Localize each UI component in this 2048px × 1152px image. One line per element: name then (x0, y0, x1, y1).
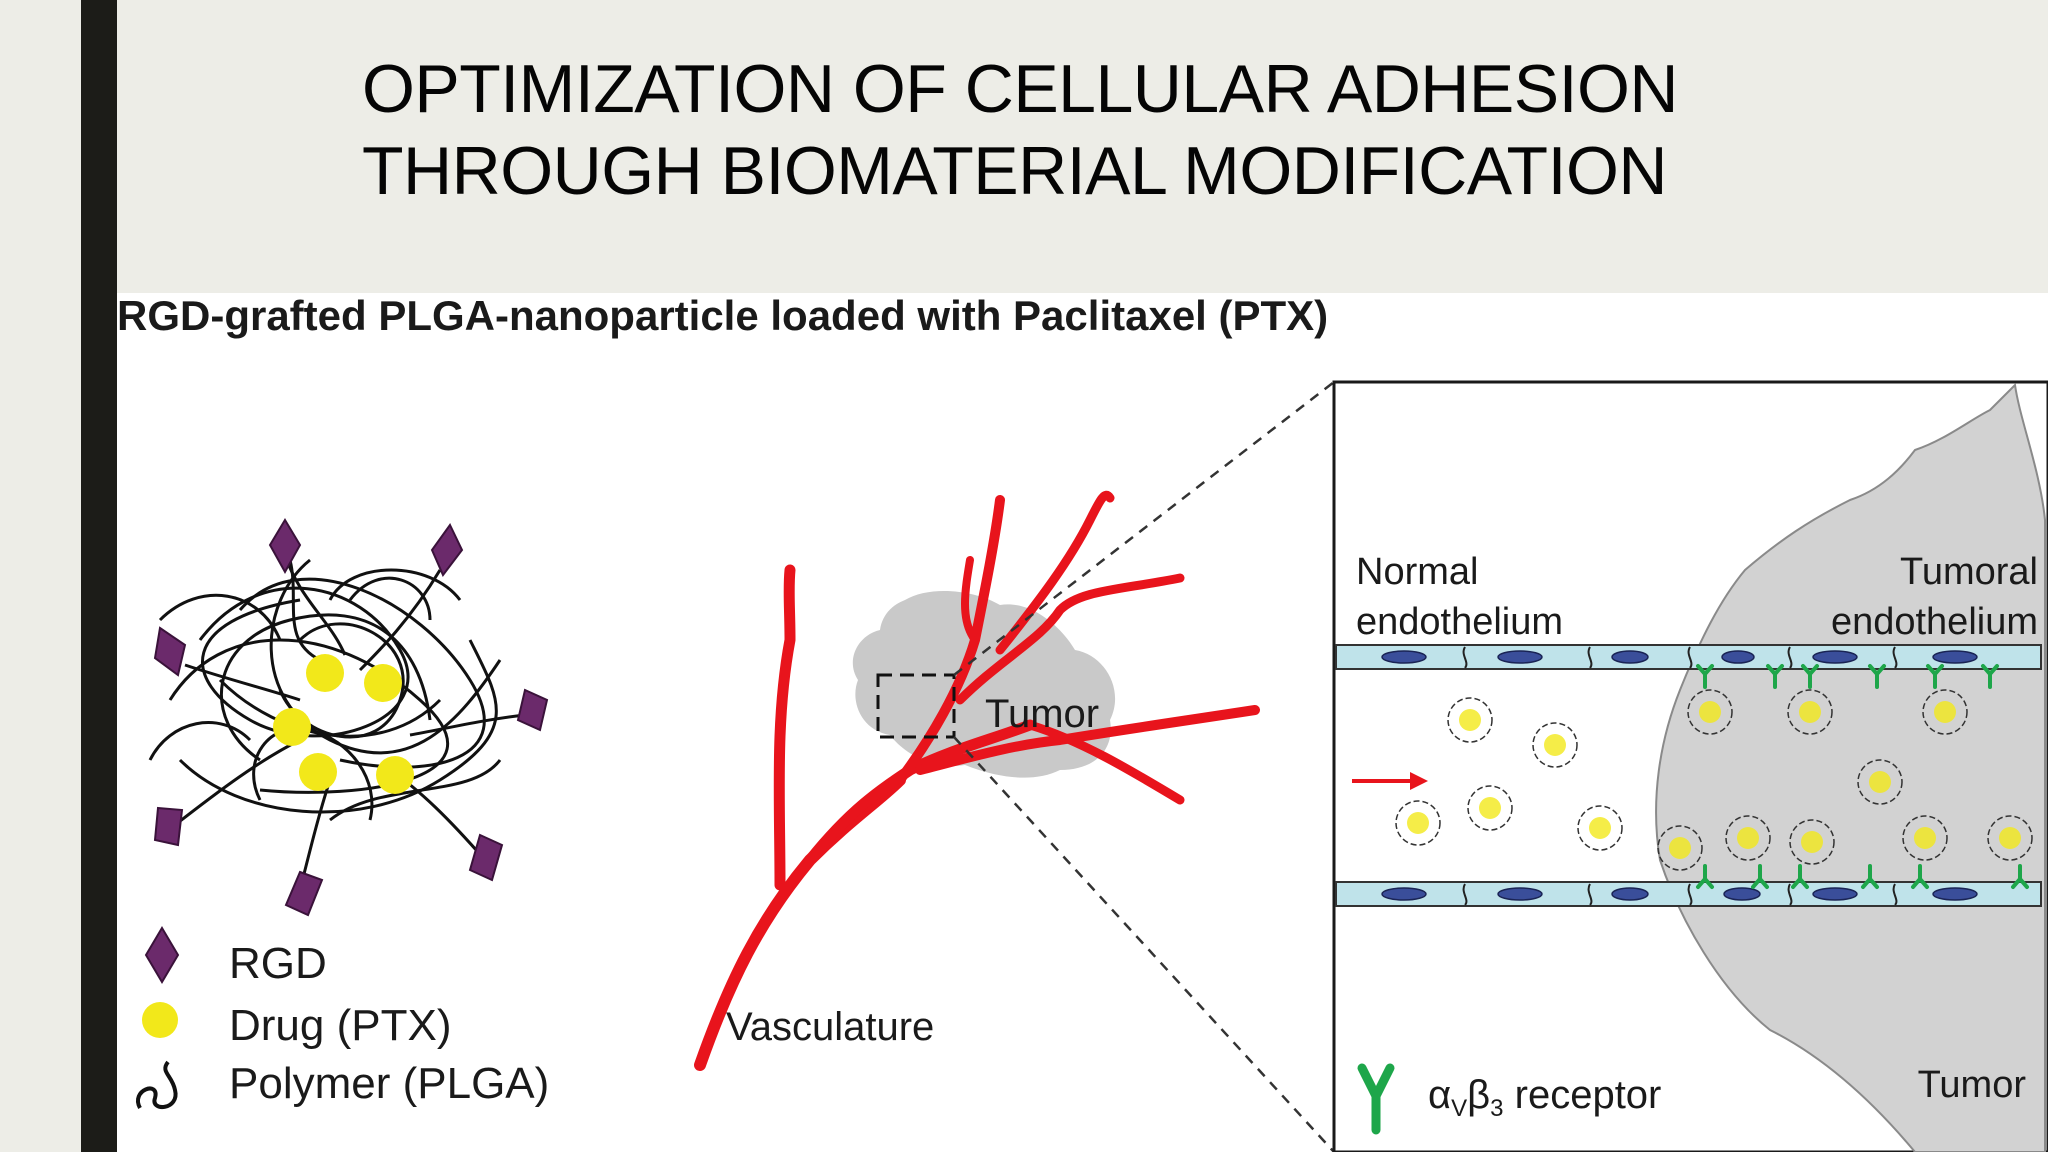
rgd-diamond (153, 806, 184, 847)
drug-dot (364, 664, 402, 702)
drug-cluster (273, 654, 414, 794)
rgd-diamond (516, 688, 549, 732)
zoom-guide-top (953, 381, 1335, 676)
receptors (1696, 664, 2029, 889)
inset-panel: Normal endothelium Tumoral endothelium α… (1332, 380, 2048, 1152)
normal-endothelium-label-1: Normal (1356, 551, 1478, 593)
rgd-diamond (468, 833, 504, 882)
inset-tumor-region (1655, 382, 2046, 1152)
slide-title: OPTIMIZATION OF CELLULAR ADHESION THROUG… (362, 48, 1862, 212)
cell-junctions (1462, 646, 1898, 906)
receptor-legend-label: αVβ3 receptor (1428, 1073, 1661, 1122)
figure-heading: RGD-grafted PLGA-nanoparticle loaded wit… (117, 292, 1328, 339)
receptor-legend-icon (1357, 1063, 1395, 1135)
rgd-diamond (430, 523, 464, 577)
rgd-diamond (153, 626, 187, 677)
tumor-label: Tumor (985, 692, 1099, 736)
drug-dot (299, 753, 337, 791)
rgd-diamond (284, 870, 324, 917)
zoom-region-box (876, 673, 956, 739)
drug-legend-icon (142, 1002, 178, 1038)
legend: RGD Drug (PTX) Polymer (PLGA) (136, 926, 549, 1109)
rgd-diamond (268, 518, 302, 575)
polymer-legend-icon (136, 1060, 178, 1109)
nanoparticle (148, 554, 526, 891)
tumoral-endothelium-label-1: Tumoral (1900, 551, 2038, 593)
title-line-2: THROUGH BIOMATERIAL MODIFICATION (362, 133, 1668, 209)
legend-rgd-label: RGD (229, 939, 327, 988)
inset-tumor-label: Tumor (1918, 1064, 2027, 1106)
title-line-1: OPTIMIZATION OF CELLULAR ADHESION (362, 51, 1679, 127)
drug-dot (306, 654, 344, 692)
vasculature (694, 490, 1260, 1071)
nanoparticles-in-vessel (1395, 689, 2033, 871)
normal-endothelium-label-2: endothelium (1356, 601, 1563, 643)
endothelial-cells (1381, 650, 1978, 901)
rgd-legend-icon (144, 926, 180, 984)
legend-drug-label: Drug (PTX) (229, 1001, 451, 1050)
tumoral-endothelium-label-2: endothelium (1831, 601, 2038, 643)
drug-dot (273, 708, 311, 746)
left-accent-bar (81, 0, 117, 1152)
vasculature-label: Vasculature (726, 1005, 934, 1049)
flow-arrow (1352, 772, 1428, 790)
rgd-markers (153, 518, 549, 917)
zoom-guide-bottom (953, 736, 1335, 1152)
drug-dot (376, 756, 414, 794)
legend-polymer-label: Polymer (PLGA) (229, 1059, 549, 1108)
